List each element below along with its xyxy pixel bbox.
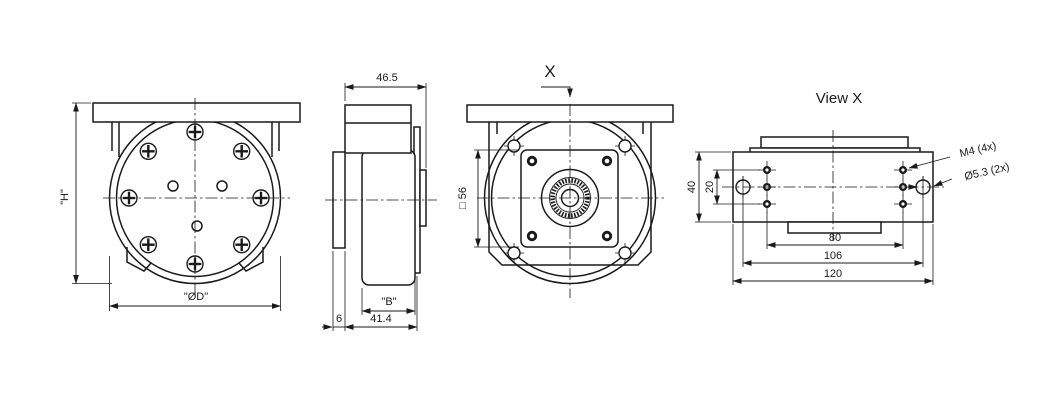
dim-side-body-depth: 41.4	[370, 313, 391, 325]
section-arrow	[541, 86, 573, 98]
m4-leader	[908, 156, 951, 169]
bracket-foot-left	[126, 247, 152, 272]
mounting-bracket-plate	[92, 102, 301, 123]
screw-icon	[139, 142, 158, 161]
plate-corner-hole	[601, 230, 613, 242]
screw-icon	[139, 235, 158, 254]
bearing-boss-edge	[419, 169, 427, 227]
gear-body-side	[361, 149, 416, 286]
dim-inner-hole-spacing: 80	[829, 232, 841, 244]
dim-side-total-depth: 46.5	[376, 72, 397, 84]
screw-icon	[232, 142, 251, 161]
plate-corner-hole	[601, 155, 613, 167]
side-view: 46.5 "B" 6 41.4	[322, 72, 437, 331]
dim-front-diameter: "ØD"	[184, 291, 208, 303]
pilot-hole	[216, 180, 228, 192]
section-letter: X	[544, 62, 555, 81]
dim-overall-width: 120	[824, 268, 842, 280]
dim-outer-hole-spacing: 106	[824, 250, 842, 262]
plate-corner-hole	[526, 230, 538, 242]
pilot-hole	[167, 180, 179, 192]
pilot-hole	[191, 220, 203, 232]
dim-side-b: "B"	[381, 296, 396, 308]
screw-icon	[232, 235, 251, 254]
dim-side-flange-thickness: 6	[336, 313, 342, 325]
top-view: View X 40 20 80 106	[686, 90, 1011, 285]
dim-plate-height: 40	[686, 181, 698, 193]
housing-top-edge	[760, 136, 909, 149]
bracket-foot-right	[238, 247, 264, 272]
dim-front-height: "H"	[59, 189, 71, 205]
body-bottom-edge	[787, 221, 882, 234]
d53-leader	[933, 178, 953, 187]
rear-view: □ 56 X	[457, 62, 674, 298]
view-x-title: View X	[816, 90, 862, 107]
front-view: "H" "ØD"	[59, 98, 301, 311]
clearance-hole-callout: Ø5.3 (2x)	[963, 161, 1010, 183]
dim-square-size: □ 56	[457, 187, 469, 209]
dim-hole-row-spacing: 20	[704, 181, 716, 193]
bracket-block-side	[344, 104, 412, 154]
thread-callout: M4 (4x)	[958, 140, 997, 160]
plate-corner-hole	[526, 155, 538, 167]
